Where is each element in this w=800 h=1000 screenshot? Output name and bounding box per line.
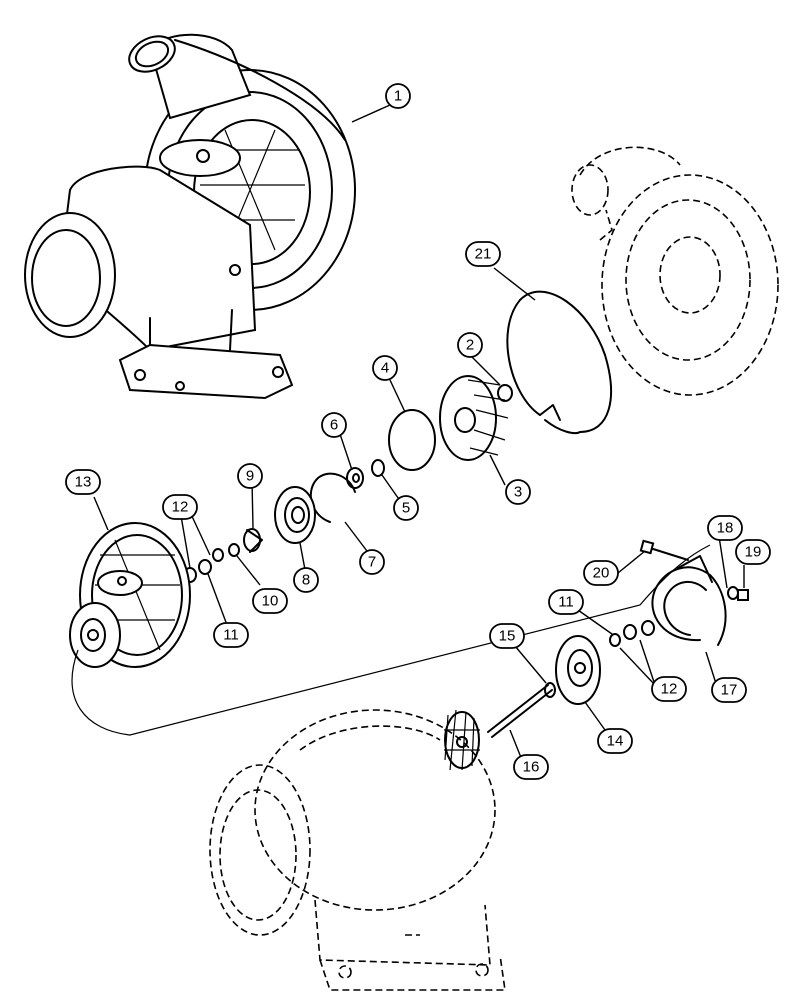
svg-text:15: 15 <box>499 628 516 645</box>
center-housing-13 <box>69 522 191 668</box>
washer-5 <box>371 459 385 477</box>
svg-text:12: 12 <box>661 681 678 698</box>
callout-11-right: 11 <box>548 589 584 615</box>
svg-text:12: 12 <box>172 499 189 516</box>
washer-18 <box>727 586 739 600</box>
callout-5: 5 <box>393 495 419 521</box>
svg-text:5: 5 <box>402 500 410 517</box>
callout-15: 15 <box>489 623 525 649</box>
v-band-clamp-17 <box>651 555 727 646</box>
compressor-wheel-3 <box>439 375 509 461</box>
callout-7: 7 <box>359 549 385 575</box>
svg-text:19: 19 <box>745 544 762 561</box>
callout-16: 16 <box>513 754 549 780</box>
svg-text:11: 11 <box>223 627 239 644</box>
svg-text:2: 2 <box>466 337 474 354</box>
callout-14: 14 <box>597 728 633 754</box>
callout-19: 19 <box>735 539 771 565</box>
svg-text:6: 6 <box>330 417 338 434</box>
callout-17: 17 <box>711 677 747 703</box>
axis-guide-line <box>71 544 711 736</box>
o-ring-4 <box>388 409 436 471</box>
sleeve-6 <box>346 467 364 489</box>
turbine-housing-phantom <box>209 709 506 991</box>
callout-6: 6 <box>321 412 347 438</box>
callout-9: 9 <box>237 463 263 489</box>
callout-21: 21 <box>465 241 501 267</box>
compressor-housing-phantom <box>571 146 779 396</box>
retaining-ring-7 <box>309 472 356 523</box>
svg-text:14: 14 <box>607 733 624 750</box>
washer-10 <box>228 543 240 557</box>
svg-text:1: 1 <box>394 88 402 105</box>
callout-1: 1 <box>385 83 411 109</box>
svg-text:10: 10 <box>262 593 279 610</box>
nut-2 <box>497 384 513 402</box>
snap-ring-21 <box>506 290 612 435</box>
callout-3: 3 <box>505 479 531 505</box>
callout-20: 20 <box>583 560 619 586</box>
svg-text:9: 9 <box>246 468 254 485</box>
svg-text:21: 21 <box>475 246 492 263</box>
callout-11-left: 11 <box>213 622 249 648</box>
callout-2: 2 <box>457 332 483 358</box>
svg-text:7: 7 <box>368 554 376 571</box>
svg-text:11: 11 <box>558 594 574 611</box>
nut-19 <box>737 589 749 601</box>
turbocharger-assembly <box>24 33 356 400</box>
seal-insert-8 <box>274 486 316 544</box>
svg-text:16: 16 <box>523 759 540 776</box>
heat-shield-14 <box>555 635 601 705</box>
callout-10: 10 <box>252 588 288 614</box>
callout-8: 8 <box>293 567 319 593</box>
svg-text:13: 13 <box>75 474 92 491</box>
piston-ring-15 <box>544 682 556 698</box>
callout-12-right: 12 <box>651 676 687 702</box>
callout-12-left: 12 <box>162 494 198 520</box>
svg-text:3: 3 <box>514 484 522 501</box>
svg-text:4: 4 <box>381 360 389 377</box>
bolt-20 <box>639 539 689 561</box>
callout-4: 4 <box>372 355 398 381</box>
bearing-set-right <box>609 620 655 647</box>
svg-text:8: 8 <box>302 572 310 589</box>
callout-18: 18 <box>707 515 743 541</box>
svg-text:20: 20 <box>593 565 610 582</box>
callout-13: 13 <box>65 469 101 495</box>
thrust-plate-9 <box>243 528 263 553</box>
leader-lines <box>93 104 745 766</box>
svg-text:17: 17 <box>721 682 738 699</box>
svg-text:18: 18 <box>717 520 734 537</box>
turbine-shaft-16 <box>444 684 553 771</box>
